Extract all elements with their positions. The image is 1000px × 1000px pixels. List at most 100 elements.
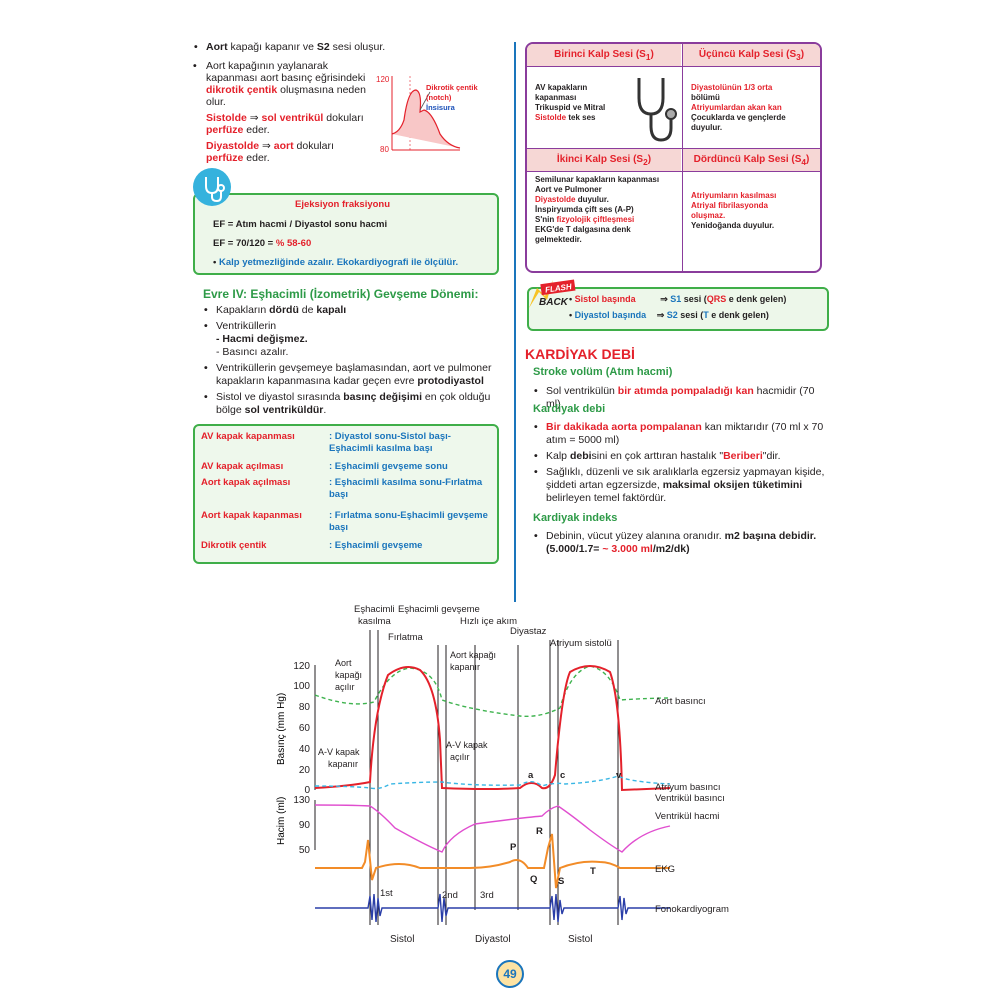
text: hacmidir (70 ml). bbox=[546, 385, 815, 410]
text: maksimal oksijen tüketimini bbox=[662, 479, 803, 491]
stethoscope-icon bbox=[193, 168, 231, 206]
phase-event: Aort kapak açılması bbox=[201, 477, 291, 488]
text: Bir dakikada aorta pompalanan bbox=[546, 421, 702, 433]
text: 4 bbox=[801, 157, 807, 167]
tick: 0 bbox=[304, 785, 310, 796]
ventricle-pressure-curve bbox=[314, 665, 671, 792]
label: Aort basıncı bbox=[655, 696, 706, 707]
bullet-dot: • bbox=[193, 60, 197, 72]
text: tek ses bbox=[566, 113, 596, 122]
label: v bbox=[616, 770, 622, 781]
wave-letters: a c v P R Q S T bbox=[510, 770, 622, 887]
text: debi bbox=[569, 450, 592, 462]
text: "dir. bbox=[762, 450, 781, 462]
tick: 50 bbox=[299, 845, 311, 856]
text: protodiyastol bbox=[417, 375, 484, 387]
text: duyulur. bbox=[691, 123, 723, 132]
evre-item-4: Sistol ve diyastol sırasında basınç deği… bbox=[203, 391, 508, 417]
ejection-fraction-box: Ejeksiyon fraksiyonu EF = Atım hacmi / D… bbox=[193, 193, 499, 275]
label: Sistol bbox=[390, 934, 414, 945]
heart-sounds-table: Birinci Kalp Sesi (S1) Üçüncü Kalp Sesi … bbox=[525, 42, 822, 273]
text: e denk gelen) bbox=[726, 294, 787, 304]
list-item: Sol ventrikülün bir atımda pompaladığı k… bbox=[533, 385, 833, 411]
text: - Basıncı azalır. bbox=[216, 346, 289, 358]
tick: 60 bbox=[299, 723, 311, 734]
label: Aort bbox=[335, 658, 352, 668]
text: /m2/dk) bbox=[652, 543, 690, 555]
table-vline bbox=[682, 44, 683, 271]
phono-curve bbox=[315, 893, 670, 923]
text: ⇒ bbox=[259, 140, 274, 152]
ef-formula: EF = Atım hacmi / Diyastol sonu hacmi bbox=[213, 219, 388, 230]
lightning-icon bbox=[529, 280, 553, 308]
phase-desc: : Eşhacimli gevşeme sonu bbox=[329, 461, 448, 472]
tick: 20 bbox=[299, 765, 311, 776]
kardiyak-debi-subtitle: Kardiyak debi bbox=[533, 403, 606, 415]
text: m2 başına debidir. bbox=[724, 530, 817, 542]
s1-header: Birinci Kalp Sesi (S1) bbox=[527, 44, 681, 66]
text: Sistolde bbox=[206, 112, 247, 124]
text: QRS bbox=[706, 294, 727, 304]
text: Atriyumların kasılması bbox=[691, 191, 777, 200]
phase-desc: : Eşhacimli gevşeme bbox=[329, 540, 423, 551]
mini-y-top: 120 bbox=[376, 75, 390, 84]
text: en çok olduğu bölge bbox=[216, 391, 491, 416]
text: Yenidoğanda duyulur. bbox=[691, 221, 775, 230]
text: Birinci Kalp Sesi (S bbox=[554, 49, 646, 60]
cardiac-cycle-diagram: 120 100 80 60 40 20 0 130 90 50 Basınç (… bbox=[276, 604, 729, 945]
evre-iv-list: Kapakların dördü de kapalı Ventrikülleri… bbox=[203, 304, 508, 420]
valve-event-labels: Aort kapağı açılır Aort kapağı kapanır A… bbox=[318, 650, 496, 769]
ventricle-volume-curve bbox=[314, 804, 671, 853]
ef-value: % 58-60 bbox=[275, 238, 312, 249]
text: S2 bbox=[316, 41, 330, 53]
list-item: Kalp debisini en çok arttıran hastalık "… bbox=[533, 450, 833, 463]
s3-header: Üçüncü Kalp Sesi (S3) bbox=[683, 44, 820, 66]
text: sol ventrikül bbox=[261, 112, 324, 124]
label: Eşhacimli bbox=[354, 604, 395, 615]
tick: 80 bbox=[299, 702, 311, 713]
s2-content: Semilunar kapakların kapanması Aort ve P… bbox=[535, 175, 659, 245]
label: kapağı bbox=[335, 670, 362, 680]
phase-lines bbox=[369, 630, 619, 925]
aort-bullet-1: Aort kapağı kapanır ve S2 sesi oluşur. bbox=[193, 41, 513, 54]
volume-axis-label: Hacim (ml) bbox=[276, 797, 287, 845]
ef-title: Ejeksiyon fraksiyonu bbox=[295, 199, 391, 210]
pressure-ticks: 120 100 80 60 40 20 0 bbox=[293, 661, 310, 796]
text: Diyastolde bbox=[206, 140, 260, 152]
cycle-labels: Sistol Diyastol Sistol bbox=[390, 934, 592, 945]
label: Ventrikül hacmi bbox=[655, 811, 719, 822]
label: Diyastaz bbox=[510, 626, 547, 637]
text: Sistolde bbox=[535, 113, 567, 122]
text: EF = 70/120 = bbox=[213, 238, 276, 249]
label: T bbox=[590, 866, 596, 877]
label: Q bbox=[530, 874, 537, 885]
label: Diyastol bbox=[475, 934, 511, 945]
phase-desc: : Fırlatma sonu-Eşhacimli gevşeme başı bbox=[329, 510, 488, 533]
text: sini en çok arttıran hastalık " bbox=[591, 450, 724, 462]
volume-ticks: 130 90 50 bbox=[293, 795, 310, 856]
text: oluşmaz. bbox=[691, 211, 726, 220]
text: Diyastolde bbox=[535, 195, 576, 204]
label: Sistol bbox=[568, 934, 592, 945]
label: c bbox=[560, 770, 565, 781]
text: Üçüncü Kalp Sesi (S bbox=[698, 49, 797, 60]
text: basınç değişimi bbox=[343, 391, 423, 403]
aort-explanation: Aort kapağının yaylanarak kapanması aort… bbox=[206, 60, 371, 168]
text: İnspiryumda çift ses (A bbox=[535, 205, 624, 214]
valve-phase-table: AV kapak kapanması : Diyastol sonu-Sisto… bbox=[193, 424, 499, 564]
kardiyak-debi-title: KARDİYAK DEBİ bbox=[525, 346, 635, 362]
text: kapalı bbox=[316, 304, 347, 316]
heart-sound-labels: 1st 2nd 3rd bbox=[380, 888, 494, 901]
table-hline bbox=[527, 66, 820, 67]
list-item: Bir dakikada aorta pompalanan kan miktar… bbox=[533, 421, 833, 447]
back-badge-text: BACK bbox=[539, 297, 569, 308]
list-item: Sağlıklı, düzenli ve sık aralıklarla egz… bbox=[533, 466, 833, 505]
column-divider bbox=[514, 42, 516, 602]
text: eder. bbox=[243, 124, 270, 136]
text: dikrotik çentik bbox=[206, 84, 278, 96]
text: Diyastolünün 1/3 orta bbox=[691, 83, 773, 92]
aort-pressure-mini-graph: 120 80 Dikrotik çentik (notch) İnsisura bbox=[376, 75, 479, 154]
text: 3 bbox=[796, 52, 801, 62]
